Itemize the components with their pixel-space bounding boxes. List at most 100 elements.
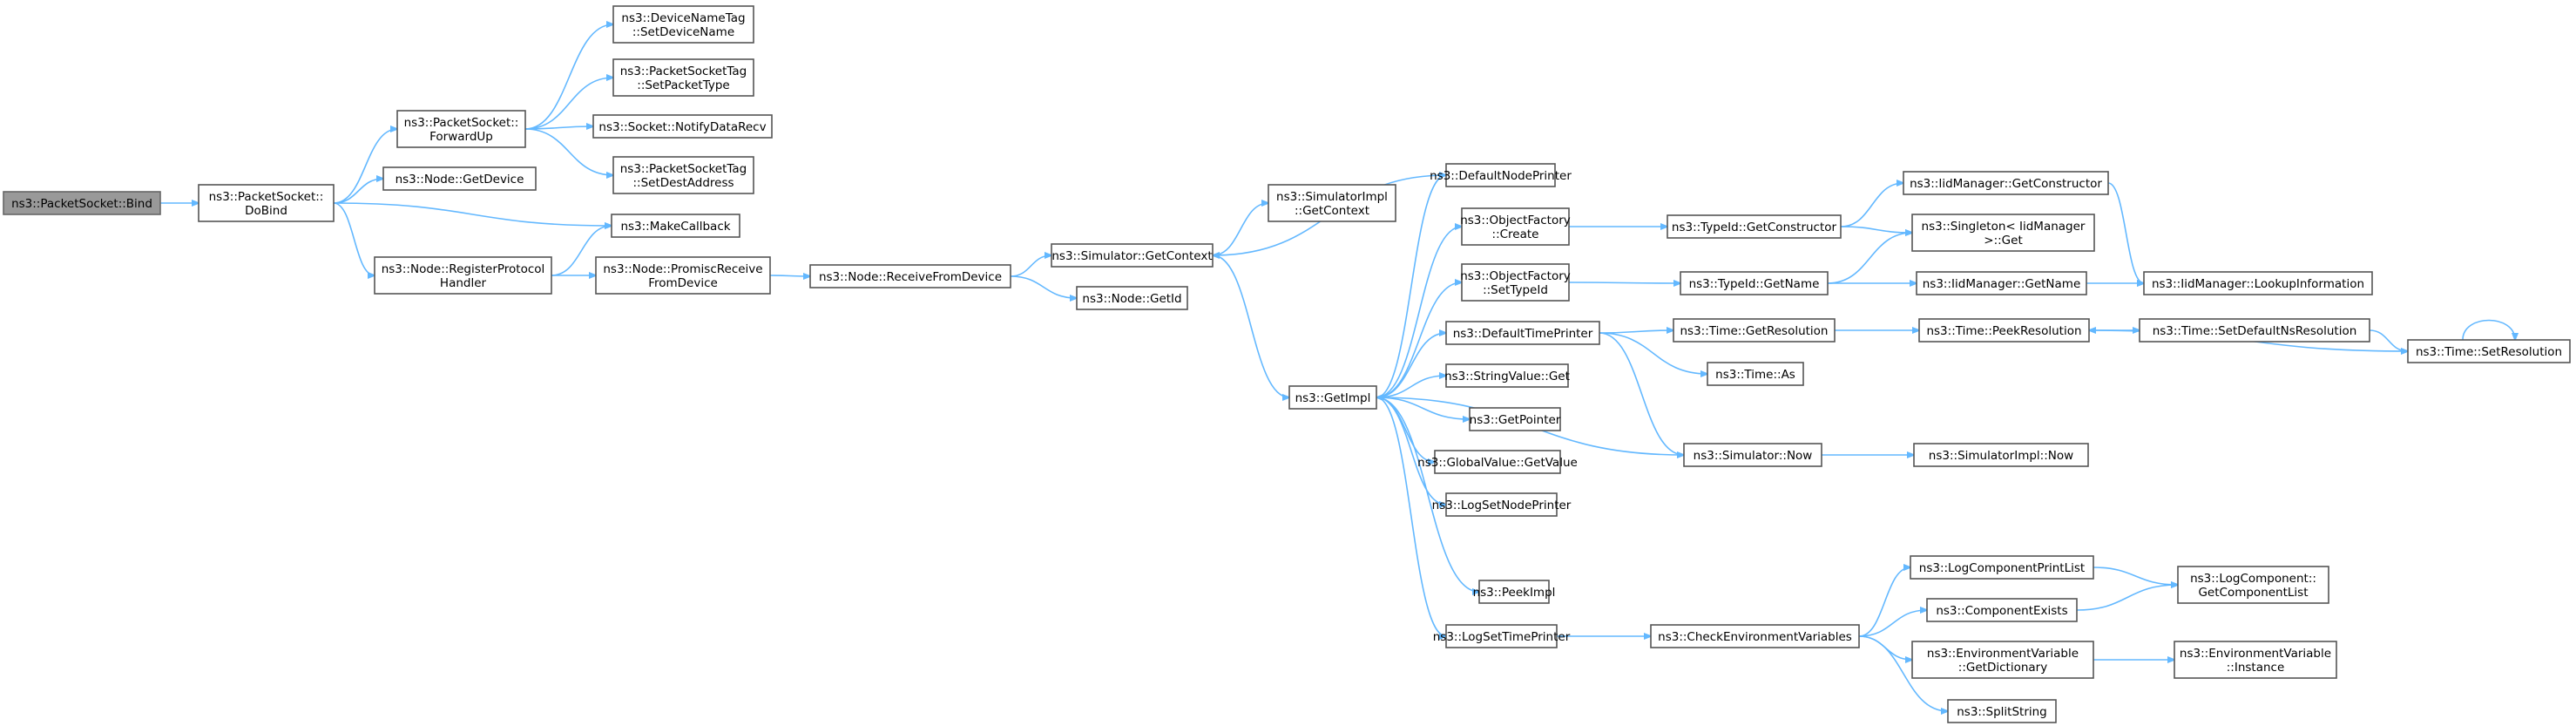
node-label: ns3::EnvironmentVariable	[2180, 647, 2331, 661]
node-label: ns3::IidManager::GetName	[1923, 277, 2081, 291]
edge-forwardup-to-setdestaddress	[524, 128, 613, 175]
node-box	[1910, 555, 2094, 580]
edge-getimpl-to-stringvalueget	[1376, 376, 1446, 398]
node-label: ns3::Time::As	[1715, 368, 1795, 382]
node-getid[interactable]: ns3::Node::GetId	[1076, 286, 1188, 310]
node-label: ns3::LogSetNodePrinter	[1432, 499, 1572, 512]
node-label: ::GetDictionary	[1958, 661, 2047, 675]
edge-componentexists-to-getcomponentlist	[2076, 585, 2178, 611]
node-objfactorycreate[interactable]: ns3::ObjectFactory::Create	[1460, 207, 1571, 246]
node-box	[592, 114, 773, 139]
edge-objfactorysettypeid-to-typeidgetname	[1568, 282, 1680, 283]
node-iidgetname[interactable]: ns3::IidManager::GetName	[1916, 271, 2087, 295]
edge-dobind-to-registerprotocol	[333, 202, 375, 275]
node-box	[1913, 443, 2089, 467]
node-box	[1051, 243, 1214, 268]
node-setpackettype[interactable]: ns3::PacketSocketTag::SetPacketType	[612, 58, 754, 97]
node-envinstance[interactable]: ns3::EnvironmentVariable::Instance	[2174, 641, 2337, 679]
node-timeas[interactable]: ns3::Time::As	[1707, 362, 1804, 386]
node-box	[612, 58, 754, 97]
node-label: ns3::CheckEnvironmentVariables	[1658, 630, 1852, 644]
node-box	[374, 256, 552, 295]
node-label: Handler	[440, 276, 487, 290]
node-peekimpl[interactable]: ns3::PeekImpl	[1473, 580, 1556, 604]
edge-defaulttimeprinter-to-simulatornow	[1599, 332, 1684, 455]
edge-checkenv-to-componentexists	[1858, 610, 1927, 637]
node-defaultnodeprinter[interactable]: ns3::DefaultNodePrinter	[1430, 163, 1572, 187]
node-globalvaluegetvalue[interactable]: ns3::GlobalValue::GetValue	[1417, 450, 1578, 474]
node-notifydatarecv[interactable]: ns3::Socket::NotifyDataRecv	[592, 114, 773, 139]
node-dobind[interactable]: ns3::PacketSocket::DoBind	[198, 184, 335, 222]
node-makecallback[interactable]: ns3::MakeCallback	[611, 214, 740, 238]
node-timegetresolution[interactable]: ns3::Time::GetResolution	[1673, 318, 1836, 343]
edge-typeidgetconstructor-to-singletonget	[1840, 226, 1912, 233]
node-logsettimeprinter[interactable]: ns3::LogSetTimePrinter	[1433, 624, 1571, 648]
node-getcontext[interactable]: ns3::Simulator::GetContext	[1051, 243, 1214, 268]
node-box	[396, 110, 526, 148]
node-box	[198, 184, 335, 222]
node-setdevicename[interactable]: ns3::DeviceNameTag::SetDeviceName	[612, 5, 754, 44]
node-box	[1288, 385, 1377, 410]
node-checkenv[interactable]: ns3::CheckEnvironmentVariables	[1650, 624, 1860, 648]
node-label: ::SetDeviceName	[632, 25, 734, 39]
node-getcomponentlist[interactable]: ns3::LogComponent::GetComponentList	[2177, 566, 2329, 604]
node-label: ns3::Node::ReceiveFromDevice	[819, 270, 1002, 284]
node-box	[612, 156, 754, 194]
edge-dobind-to-makecallback	[333, 202, 612, 226]
node-box	[2407, 339, 2571, 363]
node-label: ns3::Singleton< IidManager	[1922, 220, 2086, 234]
node-implgetcontext[interactable]: ns3::SimulatorImpl::GetContext	[1268, 184, 1396, 222]
node-simimplnow[interactable]: ns3::SimulatorImpl::Now	[1913, 443, 2089, 467]
node-objfactorysettypeid[interactable]: ns3::ObjectFactory::SetTypeId	[1460, 263, 1571, 302]
node-getdevice[interactable]: ns3::Node::GetDevice	[382, 166, 537, 191]
node-label: ns3::PacketSocket::Bind	[11, 197, 152, 211]
node-label: FromDevice	[648, 276, 718, 290]
node-iidgetconstructor[interactable]: ns3::IidManager::GetConstructor	[1903, 171, 2109, 195]
node-label: ns3::Node::RegisterProtocol	[382, 262, 545, 276]
node-box	[1673, 318, 1836, 343]
node-label: ns3::PeekImpl	[1473, 586, 1556, 600]
node-setdefaultnsresolution[interactable]: ns3::Time::SetDefaultNsResolution	[2139, 318, 2370, 343]
node-label: ns3::Node::GetId	[1082, 292, 1181, 306]
node-setdestaddress[interactable]: ns3::PacketSocketTag::SetDestAddress	[612, 156, 754, 194]
node-box	[1461, 207, 1570, 246]
node-box	[1445, 624, 1558, 648]
node-bind[interactable]: ns3::PacketSocket::Bind	[3, 191, 161, 215]
node-logcomponentprintlist[interactable]: ns3::LogComponentPrintList	[1910, 555, 2094, 580]
node-typeidgetconstructor[interactable]: ns3::TypeId::GetConstructor	[1667, 214, 1842, 239]
node-label: ns3::Time::PeekResolution	[1926, 324, 2081, 338]
edge-dobind-to-forwardup	[333, 129, 397, 204]
node-box	[1903, 171, 2109, 195]
node-componentexists[interactable]: ns3::ComponentExists	[1926, 598, 2078, 622]
node-box	[1469, 407, 1561, 431]
node-defaulttimeprinter[interactable]: ns3::DefaultTimePrinter	[1445, 321, 1600, 345]
node-box	[611, 214, 740, 238]
node-label: ns3::TypeId::GetConstructor	[1672, 221, 1837, 234]
node-singletonget[interactable]: ns3::Singleton< IidManager >::Get	[1911, 214, 2095, 252]
edge-getcontext-to-implgetcontext	[1212, 203, 1268, 256]
node-getpointer[interactable]: ns3::GetPointer	[1469, 407, 1561, 431]
node-timesetresolution[interactable]: ns3::Time::SetResolution	[2407, 339, 2571, 363]
node-box	[3, 191, 161, 215]
edge-promiscreceive-to-receivefromdevice	[769, 275, 810, 276]
node-box	[1916, 271, 2087, 295]
node-typeidgetname[interactable]: ns3::TypeId::GetName	[1680, 271, 1829, 295]
node-getimpl[interactable]: ns3::GetImpl	[1288, 385, 1377, 410]
node-envgetdictionary[interactable]: ns3::EnvironmentVariable::GetDictionary	[1911, 641, 2094, 679]
node-label: ns3::DeviceNameTag	[621, 11, 745, 25]
node-box	[612, 5, 754, 44]
node-splitstring[interactable]: ns3::SplitString	[1947, 699, 2057, 723]
edge-receivefromdevice-to-getid	[1010, 275, 1077, 298]
edge-checkenv-to-splitstring	[1858, 635, 1948, 711]
node-forwardup[interactable]: ns3::PacketSocket::ForwardUp	[396, 110, 526, 148]
node-timepeekresolution[interactable]: ns3::Time::PeekResolution	[1918, 318, 2090, 343]
node-box	[2139, 318, 2370, 343]
node-label: ns3::Simulator::GetContext	[1051, 249, 1212, 263]
node-logsetnodeprinter[interactable]: ns3::LogSetNodePrinter	[1432, 492, 1572, 517]
node-simulatornow[interactable]: ns3::Simulator::Now	[1683, 443, 1822, 467]
node-receivefromdevice[interactable]: ns3::Node::ReceiveFromDevice	[809, 264, 1011, 288]
node-iidlookup[interactable]: ns3::IidManager::LookupInformation	[2143, 271, 2373, 295]
node-stringvalueget[interactable]: ns3::StringValue::Get	[1444, 363, 1570, 388]
